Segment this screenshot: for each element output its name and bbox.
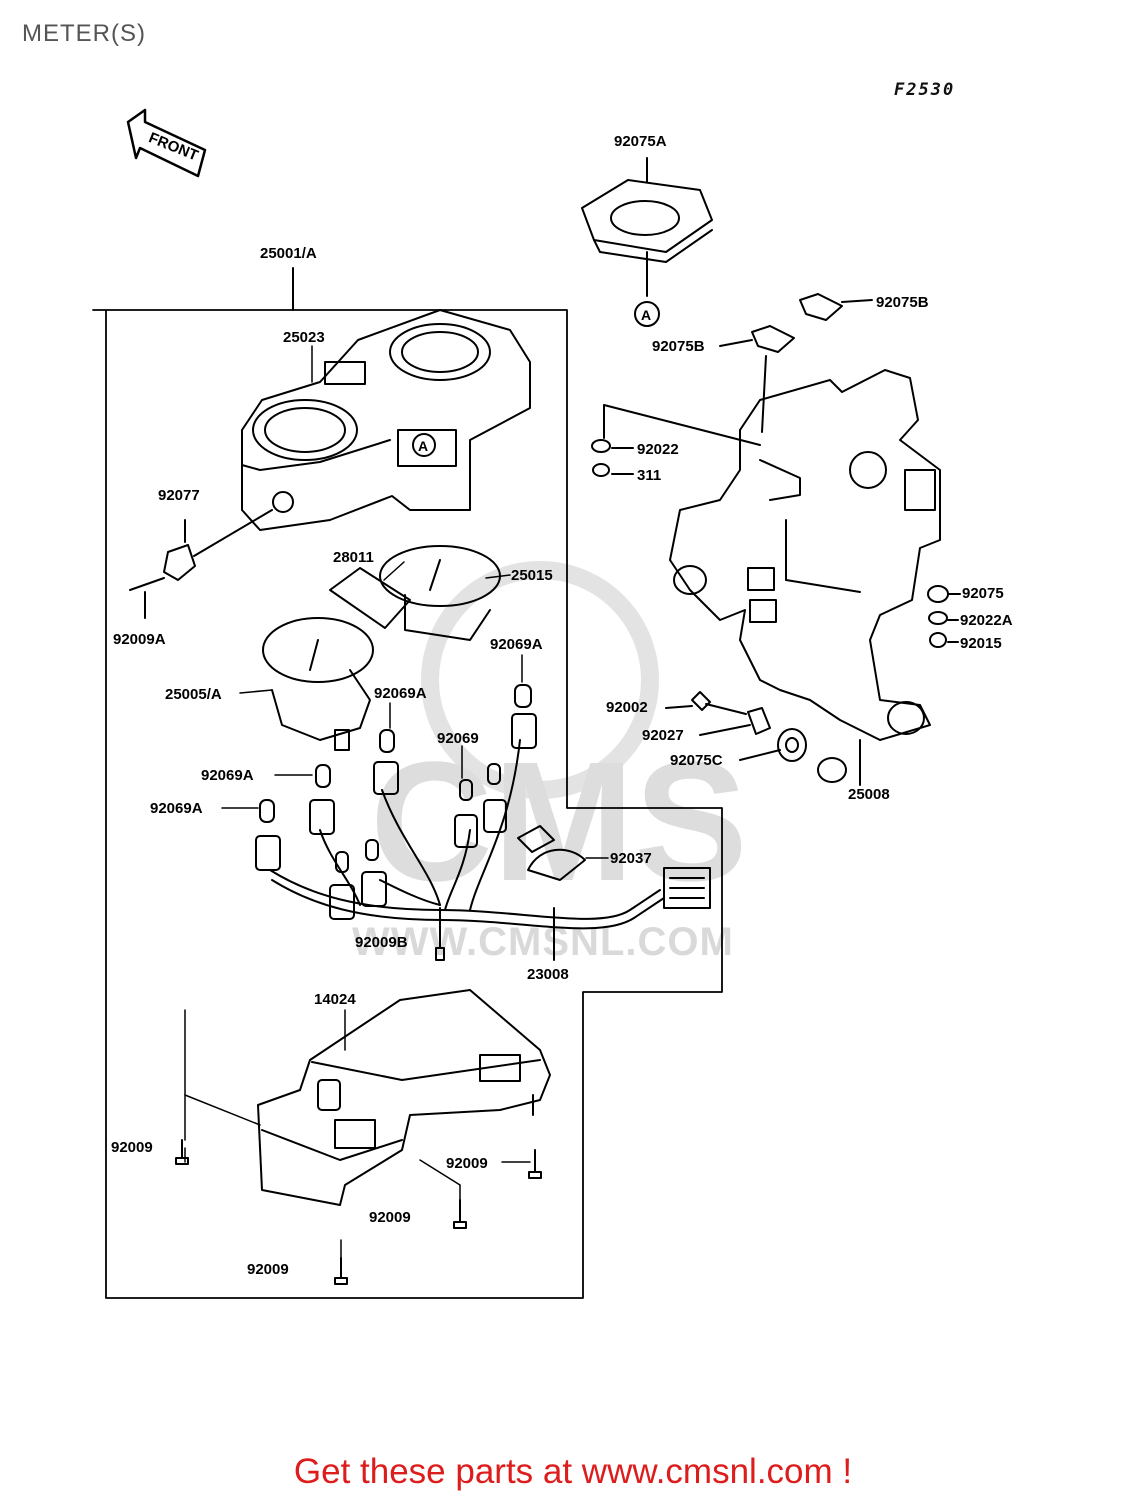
bulb-socket (483, 799, 507, 833)
bulb (514, 684, 532, 708)
callout-92075a: 92075A (614, 133, 667, 150)
front-arrow-icon: FRONT (126, 108, 207, 178)
grommet-92075b (799, 293, 873, 321)
bulb (335, 851, 349, 873)
leader-lines (184, 345, 609, 1263)
meter-housing: A (241, 309, 531, 531)
housing-ref-mark: A (418, 438, 428, 454)
callout-14024: 14024 (314, 991, 356, 1008)
bulb-socket (511, 713, 537, 749)
grommet-92075b (719, 325, 795, 433)
bulb (379, 729, 395, 753)
meter-cover (257, 989, 551, 1206)
callout-23008: 23008 (527, 966, 569, 983)
bulb-socket (373, 761, 399, 795)
callout-92009-2: 92009 (446, 1155, 488, 1172)
callout-92027: 92027 (642, 727, 684, 744)
callout-92075: 92075 (962, 585, 1004, 602)
callout-92075b-2: 92075B (652, 338, 705, 355)
callout-92022: 92022 (637, 441, 679, 458)
screw-92009 (175, 1139, 189, 1165)
bulb (365, 839, 379, 861)
callout-92037: 92037 (610, 850, 652, 867)
bulb-socket (454, 814, 478, 848)
callout-25015: 25015 (511, 567, 553, 584)
screw-92009 (334, 1257, 348, 1285)
callout-92069a-1: 92069A (490, 636, 543, 653)
meter-bracket (669, 369, 941, 786)
bolt-collar-grommet (665, 691, 847, 783)
callout-92075c: 92075C (670, 752, 723, 769)
screw-92009 (528, 1149, 542, 1179)
grommet-ref-mark: A (641, 307, 651, 323)
callout-25001a: 25001/A (260, 245, 317, 262)
callout-92009-1: 92009 (111, 1139, 153, 1156)
callout-92069a-2: 92069A (374, 685, 427, 702)
washer-nut (591, 404, 761, 477)
bulb-socket (329, 884, 355, 920)
callout-92009a: 92009A (113, 631, 166, 648)
callout-92077: 92077 (158, 487, 200, 504)
callout-92002: 92002 (606, 699, 648, 716)
footer-link[interactable]: Get these parts at www.cmsnl.com ! (293, 1452, 853, 1491)
bulb-socket (309, 799, 335, 835)
callout-28011: 28011 (333, 549, 374, 566)
bulb (259, 799, 275, 823)
callout-92022a: 92022A (960, 612, 1013, 629)
callout-92069a-3: 92069A (201, 767, 254, 784)
grommet-92075a: A (581, 157, 713, 327)
bulb-socket (361, 871, 387, 907)
callout-92009b: 92009B (355, 934, 408, 951)
callout-92069: 92069 (437, 730, 479, 747)
watermark-url: WWW.CMSNL.COM (352, 920, 734, 964)
callout-25005a: 25005/A (165, 686, 222, 703)
figure-code: F2530 (894, 80, 956, 100)
callout-25023: 25023 (283, 329, 325, 346)
assembly-outline (92, 309, 723, 1299)
speedometer (262, 617, 374, 751)
bulb-socket (255, 835, 281, 871)
page-title: METER(S) (22, 20, 146, 47)
reset-knob (129, 509, 273, 619)
callout-311: 311 (637, 467, 662, 484)
bulb (487, 763, 501, 785)
callout-92009-4: 92009 (247, 1261, 289, 1278)
callout-92009-3: 92009 (369, 1209, 411, 1226)
bulb (315, 764, 331, 788)
callout-92075b-1: 92075B (876, 294, 929, 311)
callout-25008: 25008 (848, 786, 890, 803)
callout-92069a-4: 92069A (150, 800, 203, 817)
callout-92015: 92015 (960, 635, 1002, 652)
bulb (459, 779, 473, 801)
mount-stack (927, 585, 961, 648)
wiring-harness (255, 684, 711, 961)
screw-92009 (453, 1199, 467, 1229)
